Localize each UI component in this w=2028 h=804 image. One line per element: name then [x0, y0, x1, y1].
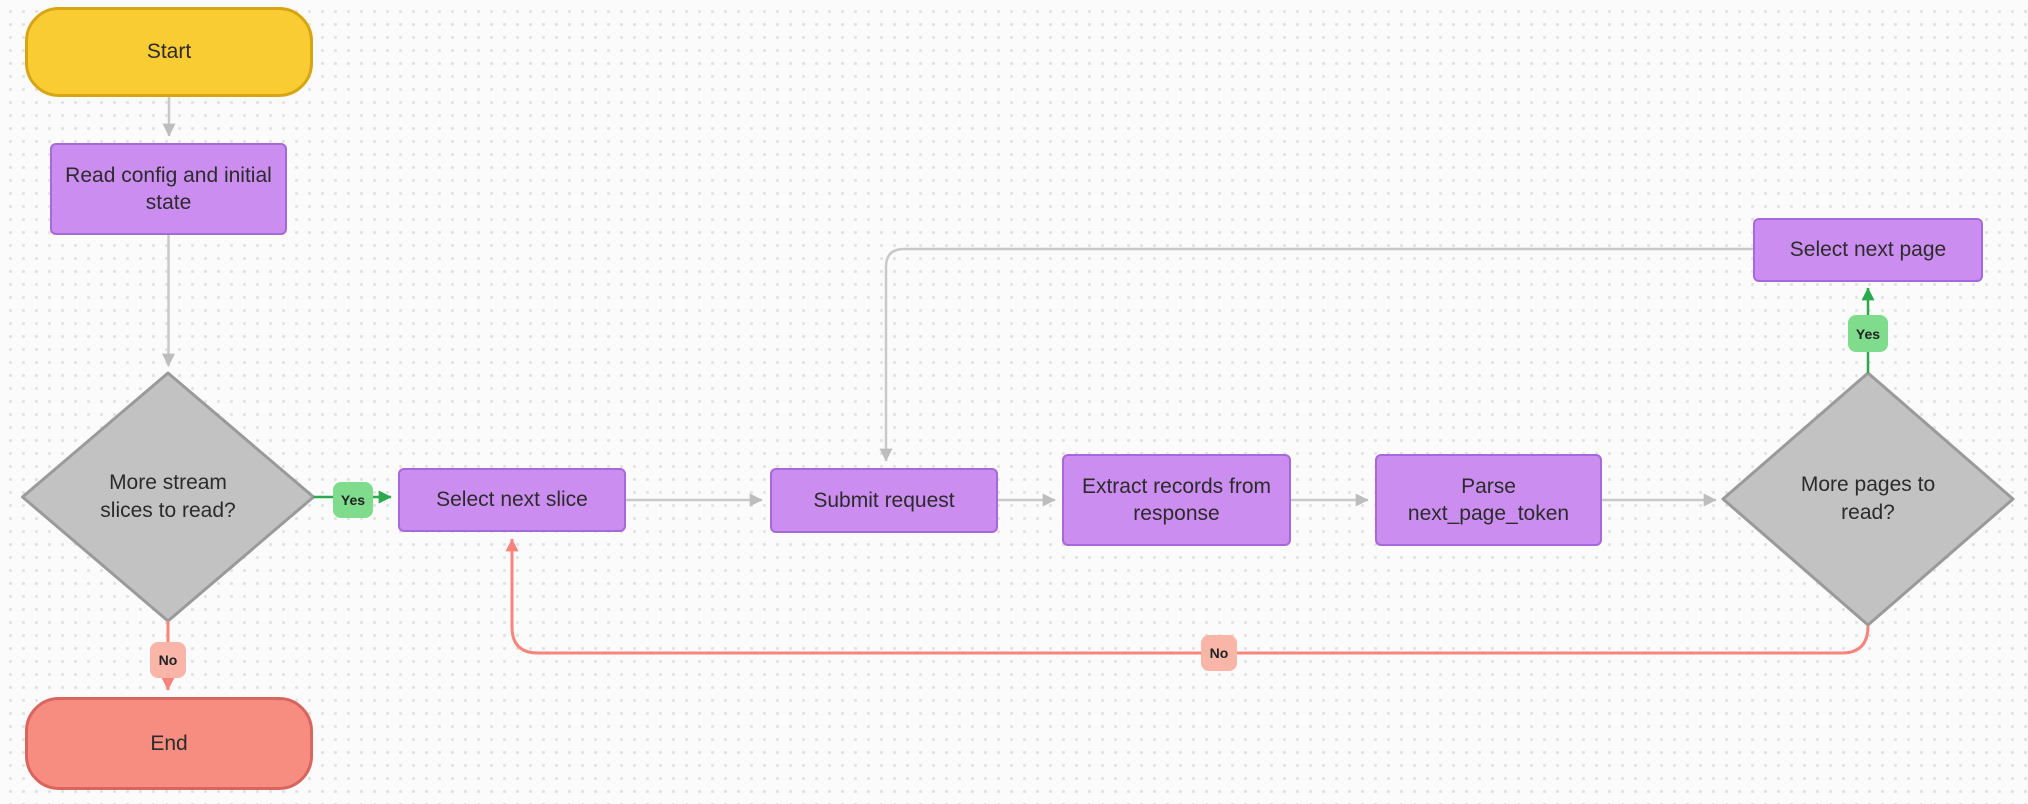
edge-label-yes-more-slices-text: Yes: [340, 492, 366, 508]
node-start-label: Start: [146, 40, 192, 64]
node-select-page-label: Select next page: [1789, 238, 1947, 262]
node-more-pages-label: More pages to read?: [1800, 473, 1936, 524]
node-extract-records: Extract records from response: [1062, 454, 1291, 546]
node-read-config: Read config and initial state: [50, 143, 287, 235]
edge-label-yes-more-pages: Yes: [1848, 315, 1888, 352]
node-end: End: [25, 697, 313, 790]
decision-more-pages-shape: [1721, 371, 2015, 627]
node-more-slices-label: More stream slices to read?: [100, 471, 236, 522]
edge-label-no-more-pages-text: No: [1209, 645, 1229, 661]
node-more-pages: More pages to read?: [1780, 449, 1956, 549]
node-select-slice-label: Select next slice: [436, 488, 588, 512]
edge-more-pages-no-to-select-slice: [505, 538, 1870, 655]
edge-select-page-to-submit-request: [879, 247, 1753, 462]
node-parse-token-label: Parse next_page_token: [1407, 474, 1570, 525]
node-select-page: Select next page: [1753, 218, 1983, 282]
edge-label-yes-more-slices: Yes: [333, 482, 373, 518]
edge-label-no-more-pages: No: [1201, 635, 1237, 671]
edge-label-no-more-slices-text: No: [158, 652, 178, 668]
node-parse-token: Parse next_page_token: [1375, 454, 1602, 546]
node-select-slice: Select next slice: [398, 468, 626, 532]
node-more-slices: More stream slices to read?: [80, 447, 256, 547]
node-submit-request: Submit request: [770, 468, 998, 533]
edge-label-yes-more-pages-text: Yes: [1855, 325, 1881, 342]
edge-label-no-more-slices: No: [150, 642, 186, 678]
node-read-config-label: Read config and initial state: [65, 163, 272, 214]
node-end-label: End: [150, 731, 188, 755]
node-extract-records-label: Extract records from response: [1081, 474, 1272, 525]
node-start: Start: [25, 7, 313, 97]
node-submit-request-label: Submit request: [813, 488, 955, 512]
